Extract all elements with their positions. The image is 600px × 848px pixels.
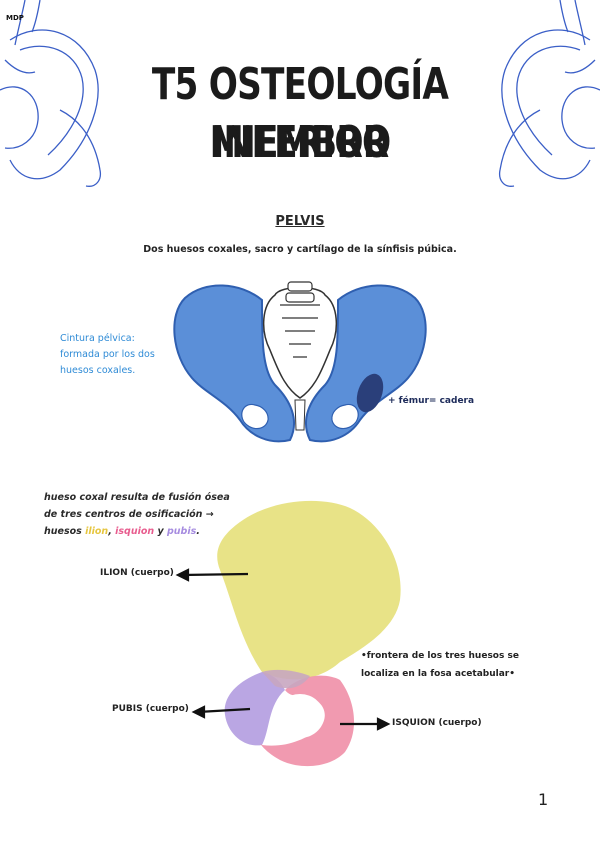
end-dot: . bbox=[196, 526, 200, 537]
sacrum bbox=[264, 288, 337, 399]
arrow-ilion bbox=[182, 574, 248, 575]
pubic-symphysis bbox=[295, 400, 305, 430]
frontera-line2: localiza en la fosa acetabular• bbox=[361, 665, 531, 683]
page-number: 1 bbox=[538, 790, 548, 809]
frontera-note: •frontera de los tres huesos se localiza… bbox=[361, 647, 531, 683]
cintura-note: Cintura pélvica: formada por los dos hue… bbox=[60, 331, 180, 379]
pubis-word: pubis bbox=[167, 526, 196, 537]
ilion-word: ilion bbox=[85, 526, 108, 537]
coxal-line2: de tres centros de osificación → bbox=[44, 506, 244, 523]
coxal-line3: huesos ilion, isquion y pubis. bbox=[44, 523, 244, 540]
label-ilion: ILION (cuerpo) bbox=[100, 568, 174, 578]
label-isquion: ISQUION (cuerpo) bbox=[392, 718, 482, 728]
page-title-line2: INFERIOR bbox=[66, 114, 534, 172]
author-mark: MDP bbox=[6, 14, 24, 22]
section-heading: PELVIS bbox=[0, 214, 600, 229]
coxal-note: hueso coxal resulta de fusión ósea de tr… bbox=[44, 489, 244, 540]
coxal-prefix: huesos bbox=[44, 526, 85, 537]
cintura-line2: formada por los dos bbox=[60, 347, 180, 363]
section-subtitle: Dos huesos coxales, sacro y cartílago de… bbox=[0, 244, 600, 255]
isquion-word: isquion bbox=[115, 526, 154, 537]
frontera-line1: •frontera de los tres huesos se bbox=[361, 647, 531, 665]
hip-bone-illustration bbox=[217, 501, 400, 766]
femur-note: + fémur= cadera bbox=[388, 396, 474, 406]
and-word: y bbox=[154, 526, 167, 537]
cintura-line1: Cintura pélvica: bbox=[60, 331, 180, 347]
label-pubis: PUBIS (cuerpo) bbox=[112, 704, 189, 714]
cintura-line3: huesos coxales. bbox=[60, 363, 180, 379]
coxal-line1: hueso coxal resulta de fusión ósea bbox=[44, 489, 244, 506]
pelvis-illustration bbox=[174, 282, 425, 441]
obturator-foramen bbox=[276, 694, 324, 738]
